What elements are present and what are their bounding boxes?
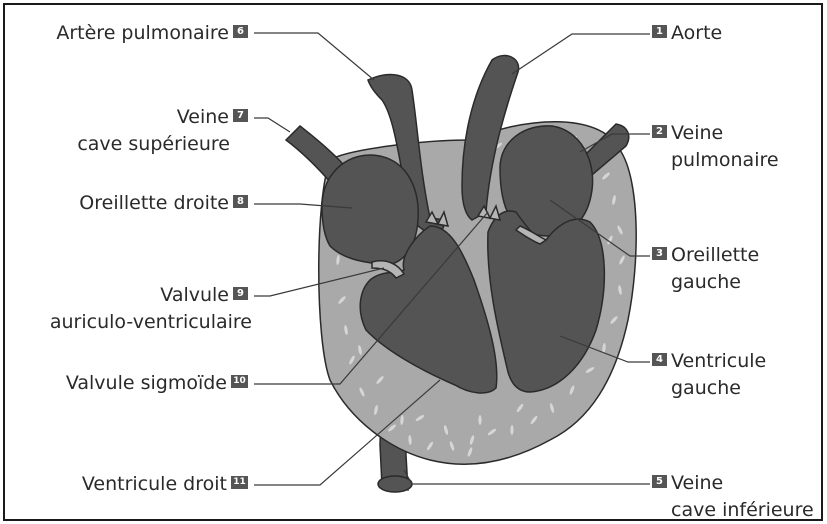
label-4-line-2: gauche	[671, 375, 766, 402]
label-7-line-1: Veine	[177, 106, 229, 128]
label-8-number-badge: 8	[233, 195, 248, 208]
label-2-veine-pulmonaire: 2 Veine pulmonaire	[648, 120, 779, 174]
label-3-number-badge: 3	[652, 247, 667, 260]
leader-line-5	[404, 470, 650, 484]
label-7-veine-cave-superieure: Veine 7 cave supérieure	[77, 104, 252, 158]
label-2-number-badge: 2	[652, 125, 667, 138]
label-8-line-1: Oreillette droite	[79, 192, 229, 214]
label-6-line-1: Artère pulmonaire	[56, 22, 229, 44]
leader-line-7	[254, 118, 290, 132]
leader-line-6	[254, 33, 374, 80]
wall-fleck	[478, 415, 481, 425]
label-1-aorte: 1 Aorte	[648, 20, 722, 47]
label-8-oreillette-droite: Oreillette droite 8	[79, 190, 252, 217]
label-4-ventricule-gauche: 4 Ventricule gauche	[648, 348, 766, 402]
label-1-number-badge: 1	[652, 25, 667, 38]
leader-line-1	[512, 34, 650, 74]
label-9-line-2: auriculo-ventriculaire	[50, 309, 252, 336]
label-5-line-1: Veine	[671, 472, 723, 494]
label-4-line-1: Ventricule	[671, 350, 766, 372]
label-2-line-2: pulmonaire	[671, 147, 779, 174]
label-3-line-2: gauche	[671, 269, 759, 296]
label-6-number-badge: 6	[233, 25, 248, 38]
label-11-number-badge: 11	[231, 476, 248, 489]
label-10-valvule-sigmoide: Valvule sigmoïde 10	[66, 370, 252, 397]
label-3-line-1: Oreillette	[671, 244, 759, 266]
right-atrium	[322, 155, 418, 265]
label-11-ventricule-droit: Ventricule droit 11	[82, 471, 252, 498]
label-7-line-2: cave supérieure	[77, 131, 230, 158]
label-6-artere-pulmonaire: Artère pulmonaire 6	[56, 20, 252, 47]
label-5-veine-cave-inferieure: 5 Veine cave inférieure	[648, 470, 814, 524]
label-9-line-1: Valvule	[160, 284, 229, 306]
inferior-vena-cava-opening	[378, 476, 412, 492]
label-11-line-1: Ventricule droit	[82, 473, 227, 495]
label-9-valvule-auriculo-ventriculaire: Valvule 9 auriculo-ventriculaire	[50, 282, 252, 336]
label-7-number-badge: 7	[233, 109, 248, 122]
label-3-oreillette-gauche: 3 Oreillette gauche	[648, 242, 759, 296]
label-5-line-2: cave inférieure	[671, 497, 814, 524]
label-10-number-badge: 10	[231, 375, 248, 388]
label-9-number-badge: 9	[233, 287, 248, 300]
label-5-number-badge: 5	[652, 475, 667, 488]
label-4-number-badge: 4	[652, 353, 667, 366]
label-1-line-1: Aorte	[671, 22, 722, 44]
label-2-line-1: Veine	[671, 122, 723, 144]
label-10-line-1: Valvule sigmoïde	[66, 372, 227, 394]
